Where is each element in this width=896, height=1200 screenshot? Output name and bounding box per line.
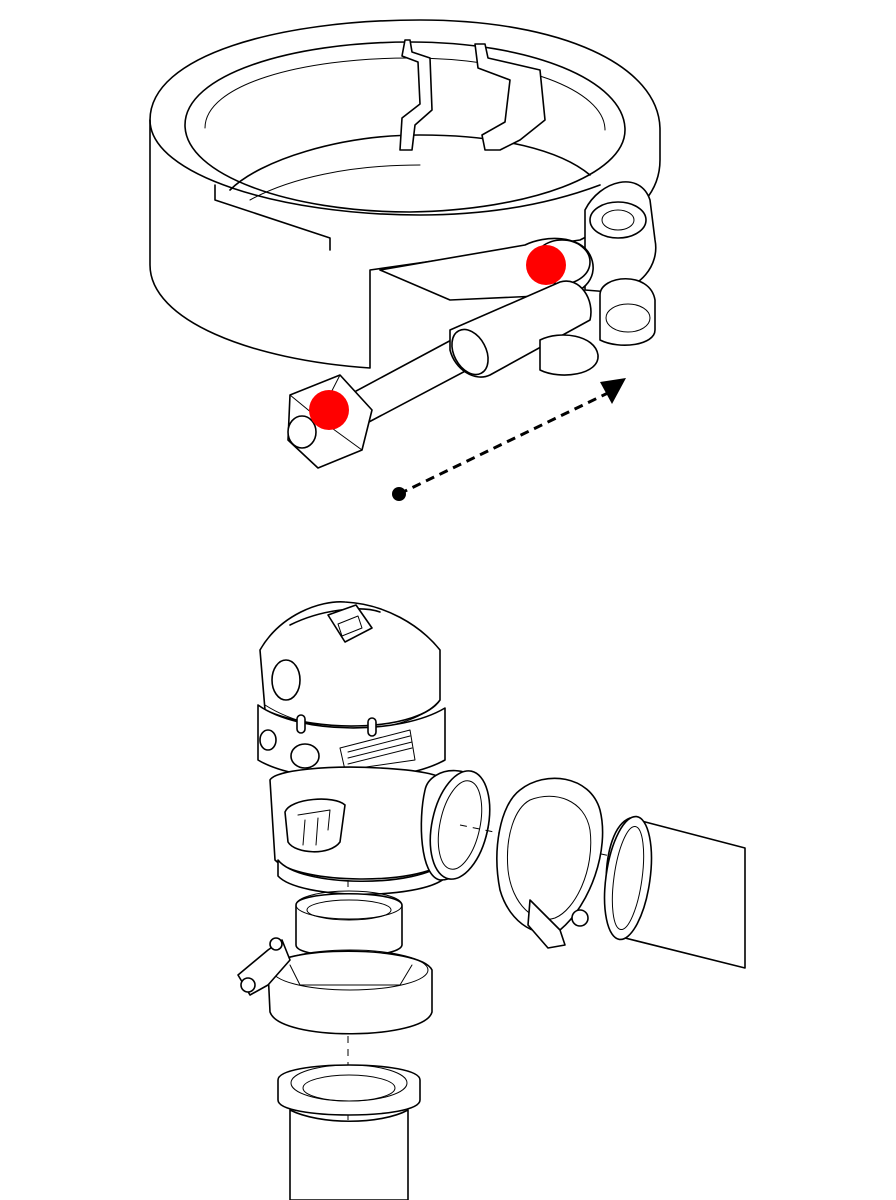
valve-cap-logo-plate <box>327 604 373 643</box>
clamp-slot-left <box>399 39 433 151</box>
tighten-arrow-icon <box>392 378 626 501</box>
clamp-slot-right <box>474 43 546 151</box>
v-band-clamp-icon <box>149 19 661 469</box>
outlet-clamp <box>496 777 604 934</box>
clamp-rim-top <box>149 119 601 216</box>
blow-off-valve-assembly-icon <box>237 601 746 1200</box>
clamp-trunnion-hole <box>589 201 647 239</box>
marker-clamp-nut <box>309 390 349 430</box>
clamp-inner-cylinder <box>229 134 591 191</box>
inlet-pipe-flange <box>277 1064 421 1116</box>
valve-vent-port <box>290 743 320 769</box>
inlet-flange-ring <box>295 892 403 958</box>
marker-clamp-tbolt <box>526 245 566 285</box>
inlet-clamp <box>267 950 433 1035</box>
arrow-head <box>600 378 626 404</box>
inlet-pipe <box>289 1109 409 1200</box>
valve-cap <box>259 601 441 727</box>
valve-cap-port <box>271 659 301 701</box>
valve-logo <box>284 798 346 853</box>
